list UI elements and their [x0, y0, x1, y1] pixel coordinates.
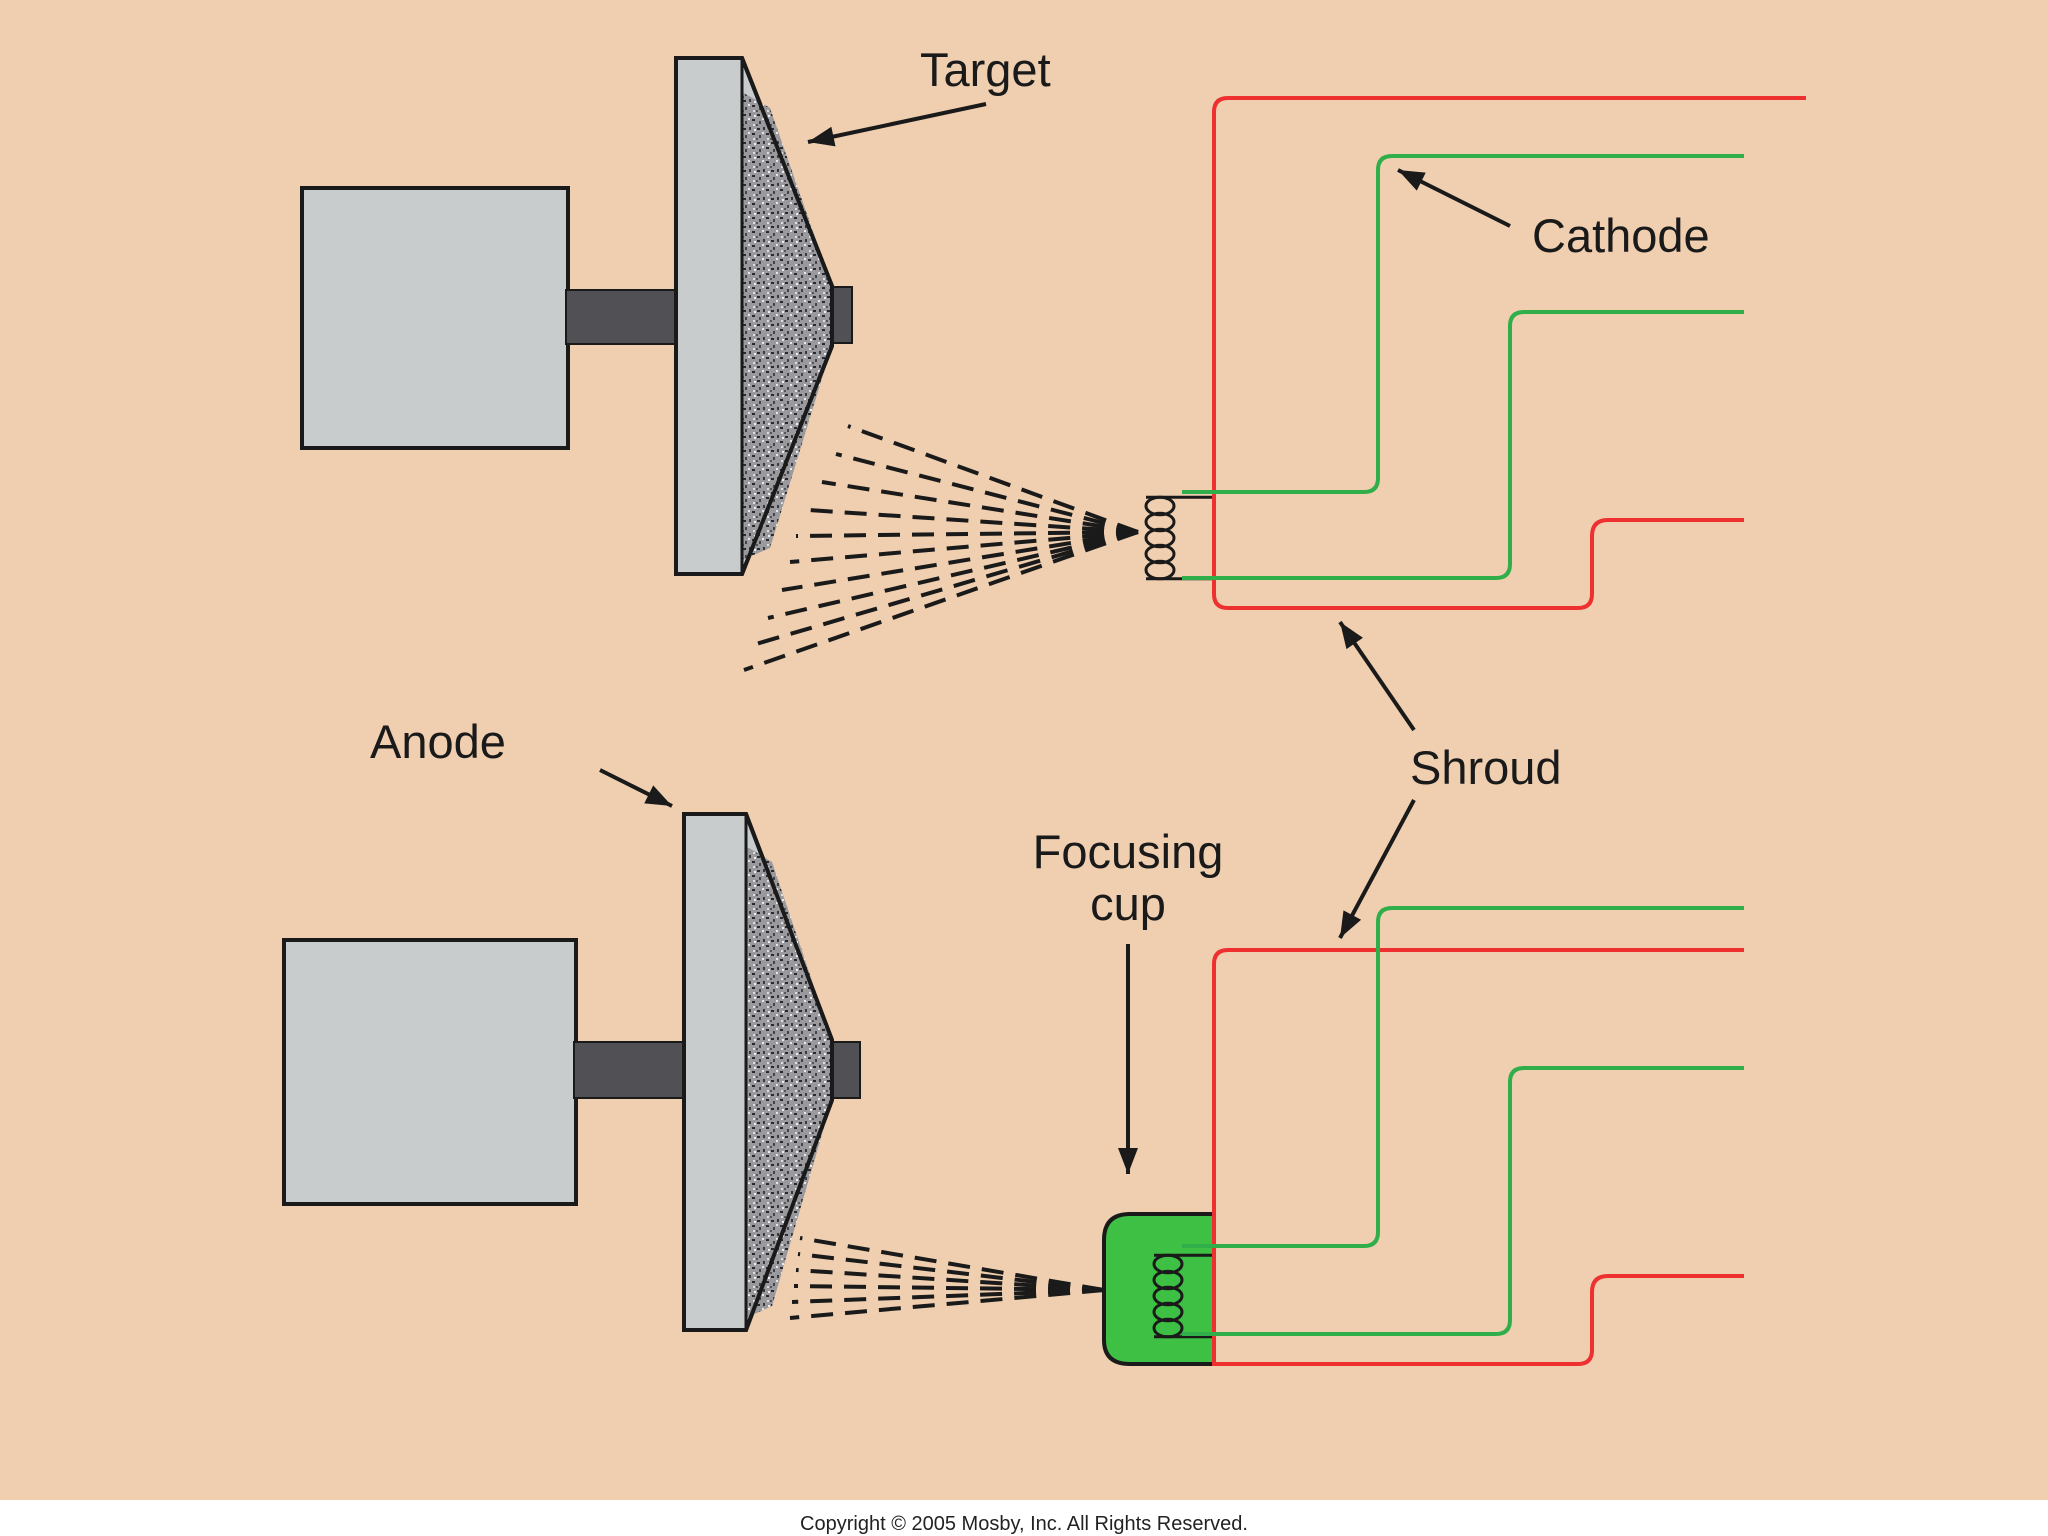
target-surface-top	[742, 92, 832, 560]
beam-dash-line	[743, 530, 1139, 672]
electron-beam-bottom	[789, 1236, 1105, 1320]
beam-dash-line	[821, 480, 1139, 534]
cathode-line-top-1	[1182, 154, 1744, 494]
beam-dash-line	[789, 530, 1139, 564]
target-arrow	[807, 102, 987, 144]
shroud-arrow-up-head	[1340, 622, 1363, 650]
coil-loop	[1144, 527, 1176, 549]
beam-dash-line	[791, 1288, 1105, 1304]
filament-coil-bottom	[1152, 1253, 1214, 1339]
coil-loop	[1152, 1301, 1184, 1323]
beam-dash-line	[781, 530, 1139, 592]
target-label: Target	[920, 43, 1051, 96]
beam-dash-line	[793, 1284, 1105, 1292]
anode-stem-cap-bottom	[831, 1041, 861, 1099]
shroud-label: Shroud	[1410, 741, 1562, 794]
beam-dash-line	[799, 1236, 1105, 1292]
focusing-cup-label-line2: cup	[1090, 877, 1166, 930]
cathode-line-top-2	[1182, 310, 1744, 580]
target-arrow-head	[808, 126, 836, 147]
shroud-arrow-down	[1338, 799, 1416, 939]
cathode-label: Cathode	[1532, 209, 1710, 262]
beam-dash-line	[795, 1268, 1105, 1292]
anode-stem-bottom	[573, 1041, 687, 1099]
anode-block-top	[300, 186, 570, 450]
coil-loop	[1144, 543, 1176, 565]
shroud-line-top-outer	[1212, 96, 1806, 610]
beam-dash-line	[807, 508, 1139, 534]
beam-dash-line	[789, 1288, 1105, 1320]
beam-dash-line	[795, 530, 1139, 538]
anode-label: Anode	[370, 715, 506, 768]
beam-dash-line	[797, 1252, 1105, 1292]
copyright-text: Copyright © 2005 Mosby, Inc. All Rights …	[800, 1513, 1248, 1535]
cathode-arrow-head	[1398, 170, 1426, 191]
electron-beam-top	[743, 424, 1139, 672]
coil-loop	[1152, 1285, 1184, 1307]
anode-stem-top	[565, 289, 677, 345]
coil-loop	[1144, 511, 1176, 533]
coil-loop	[1152, 1269, 1184, 1291]
shroud-line-bottom-outer	[1212, 948, 1744, 1366]
annotation-arrows	[599, 102, 1511, 1174]
cathode-line-bottom-2	[1182, 1066, 1744, 1336]
top-tube-assembly	[300, 56, 1806, 672]
beam-dash-line	[767, 530, 1139, 620]
focusing-cup-arrow-head	[1118, 1148, 1138, 1174]
bottom-tube-assembly	[282, 812, 1744, 1366]
target-surface-bottom	[746, 846, 832, 1318]
focusing-cup-label-line1: Focusing	[1033, 825, 1224, 878]
cathode-line-bottom-1	[1182, 906, 1744, 1248]
beam-dash-line	[847, 424, 1139, 534]
footer-background	[0, 1500, 2048, 1536]
beam-dash-line	[835, 452, 1139, 534]
anode-block-bottom	[282, 938, 578, 1206]
anode-arrow-head	[644, 785, 672, 806]
shroud-arrow-down-head	[1340, 910, 1362, 938]
